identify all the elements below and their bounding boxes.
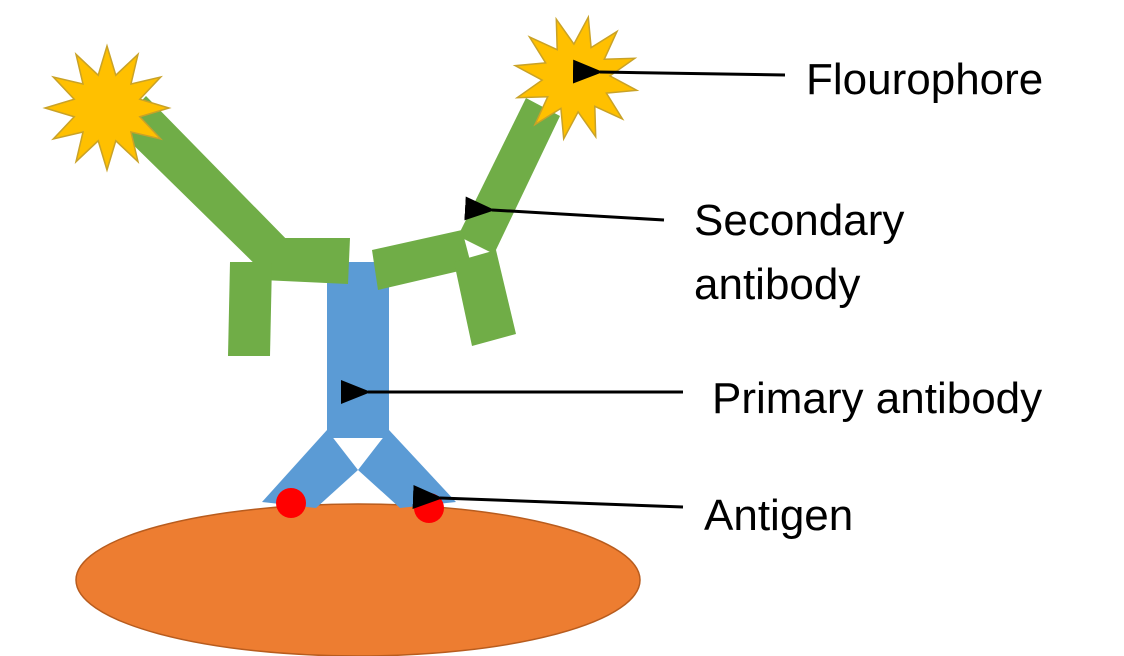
primary-antibody	[262, 262, 456, 508]
cell-body	[76, 504, 640, 656]
secondary-antibody-arrow	[492, 210, 664, 220]
fluorophore-arrow	[600, 72, 785, 75]
antigen-right-icon	[414, 493, 444, 523]
primary-antibody-right-arm	[358, 430, 456, 508]
fluorophore-label: Flourophore	[806, 55, 1043, 104]
secondary-antibody-label-line1: Secondary	[694, 196, 904, 245]
antigen-arrow	[440, 498, 683, 507]
secondary-antibody-right-bar	[372, 230, 472, 290]
secondary-antibody-right-arm	[458, 98, 560, 254]
secondary-antibody-label-line2: antibody	[694, 260, 860, 309]
antigen-label: Antigen	[704, 491, 853, 540]
secondary-antibody-left-bar	[262, 238, 350, 284]
secondary-antibody-left-leg	[228, 262, 272, 356]
antigen-left-icon	[276, 488, 306, 518]
secondary-antibody-right-leg	[454, 250, 516, 346]
primary-antibody-label: Primary antibody	[712, 374, 1042, 423]
primary-antibody-left-arm	[262, 430, 358, 508]
